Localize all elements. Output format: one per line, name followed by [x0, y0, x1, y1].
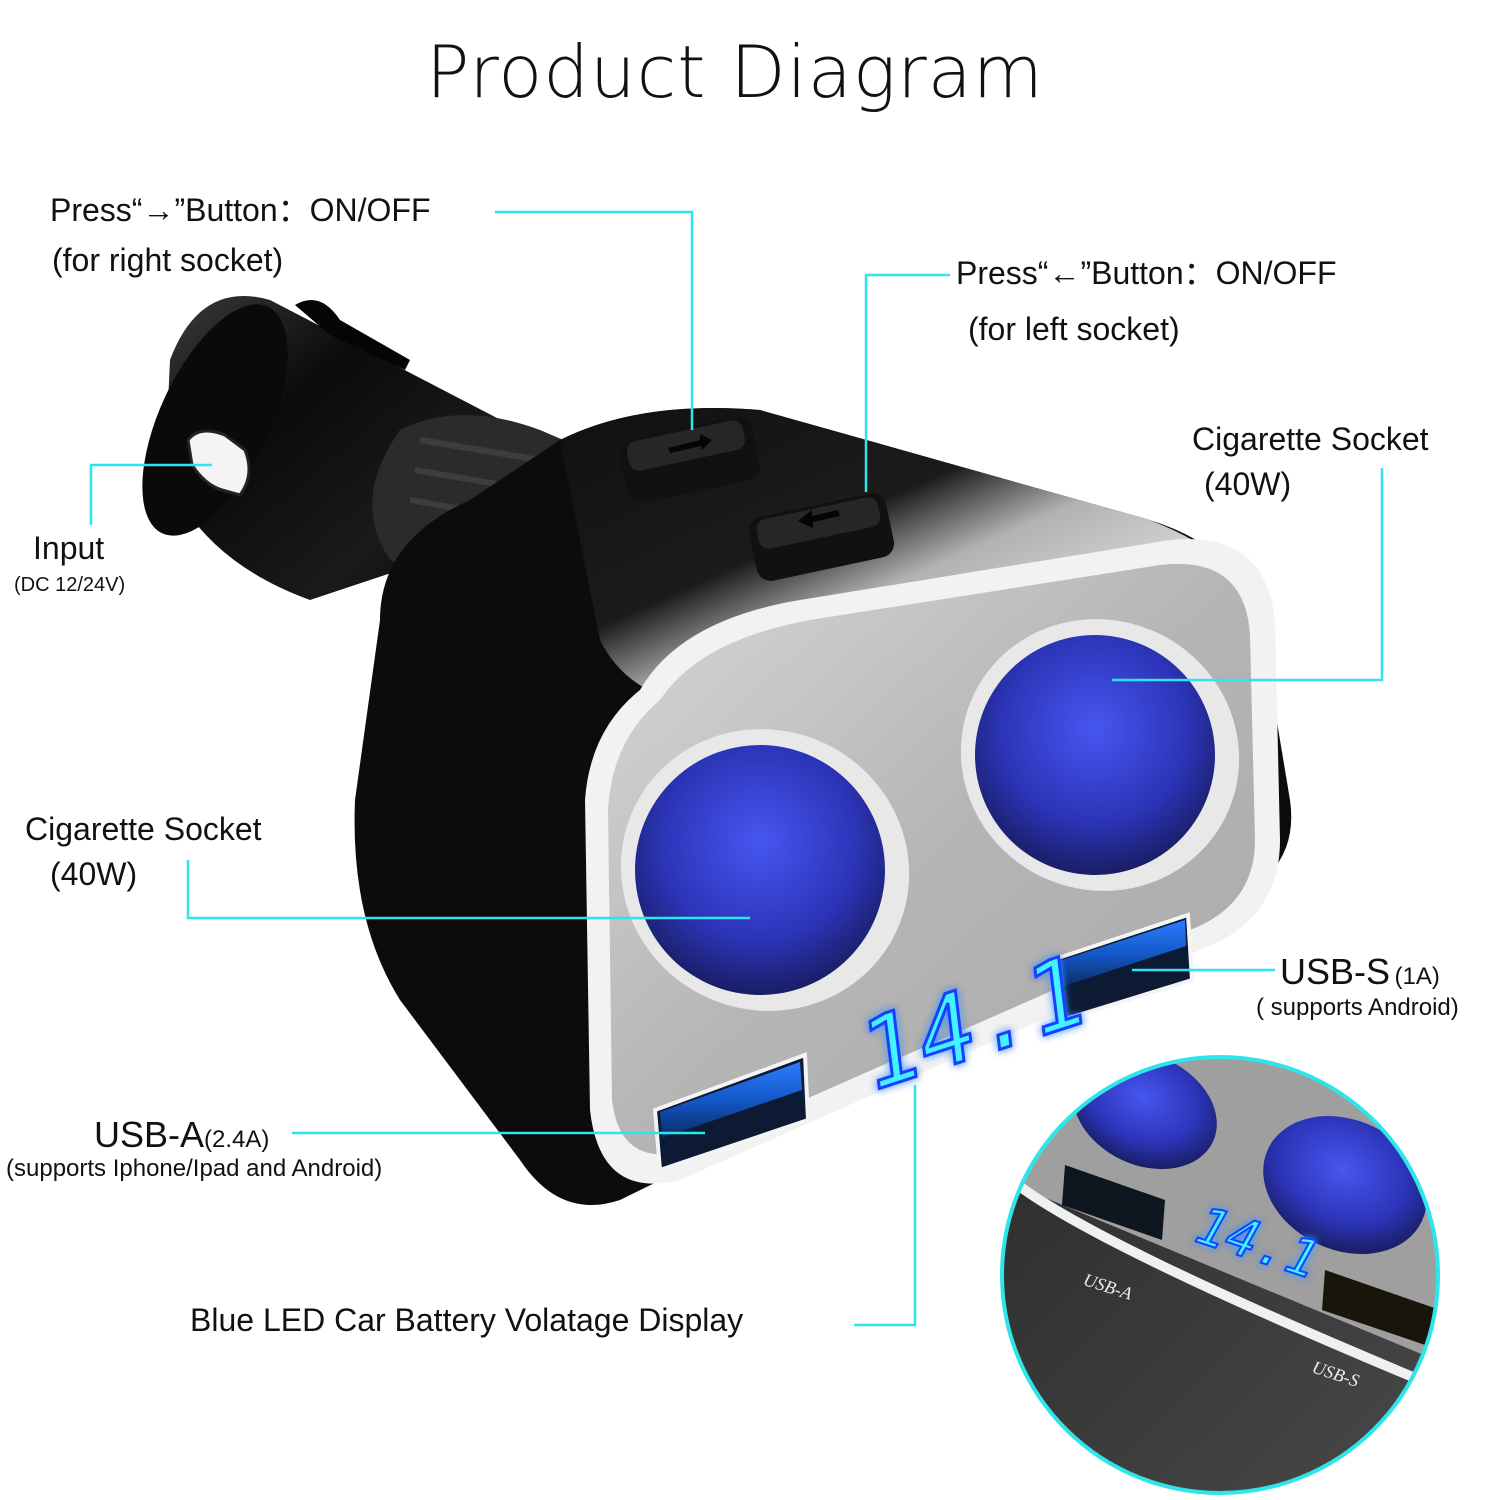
leader-left-button	[864, 273, 950, 492]
leader-right-button	[495, 210, 694, 430]
usb-s-label: USB-S	[1280, 951, 1391, 992]
leader-socket-right	[1112, 468, 1384, 682]
usb-s-sublabel: ( supports Android)	[1256, 994, 1459, 1021]
detail-inset: 14.1 USB-A USB-S	[1000, 1055, 1440, 1495]
left-socket-button[interactable]	[746, 491, 896, 584]
usb-a-label: USB-A	[94, 1114, 205, 1155]
right-socket-button[interactable]	[617, 414, 763, 506]
socket-right-sublabel: (40W)	[1204, 466, 1292, 502]
display-label: Blue LED Car Battery Volatage Display	[190, 1302, 744, 1338]
right-cigarette-socket[interactable]	[916, 573, 1284, 936]
socket-left-label: Cigarette Socket	[25, 811, 262, 847]
leader-input	[89, 463, 212, 525]
usb-a-port[interactable]	[652, 1052, 811, 1173]
leader-socket-left	[186, 860, 750, 920]
usb-s-label-group: USB-S (1A)	[1280, 954, 1440, 990]
usb-s-port[interactable]	[1049, 912, 1195, 1025]
input-label: Input	[33, 530, 105, 566]
callout-lines	[89, 210, 1384, 1327]
socket-right-label: Cigarette Socket	[1192, 421, 1429, 457]
page-title: Product Diagram	[426, 30, 1044, 114]
usb-a-label-group: USB-A(2.4A)	[94, 1117, 269, 1153]
left-cigarette-socket[interactable]	[574, 682, 955, 1058]
usb-a-rating: (2.4A)	[204, 1126, 270, 1153]
usb-s-rating: (1A)	[1394, 963, 1440, 990]
left-arrow-icon	[798, 510, 840, 528]
socket-left-sublabel: (40W)	[50, 856, 138, 892]
right-button-label: Press“→”Button：ON/OFF	[50, 192, 431, 228]
right-arrow-icon	[668, 434, 712, 453]
left-button-label: Press“←”Button：ON/OFF	[956, 255, 1337, 291]
left-button-sublabel: (for left socket)	[968, 311, 1180, 347]
usb-a-sublabel: (supports Iphone/Ipad and Android)	[6, 1155, 383, 1182]
leader-display	[854, 1085, 917, 1327]
input-sublabel: (DC 12/24V)	[14, 574, 126, 596]
input-contact	[186, 429, 251, 497]
right-button-sublabel: (for right socket)	[52, 242, 284, 278]
